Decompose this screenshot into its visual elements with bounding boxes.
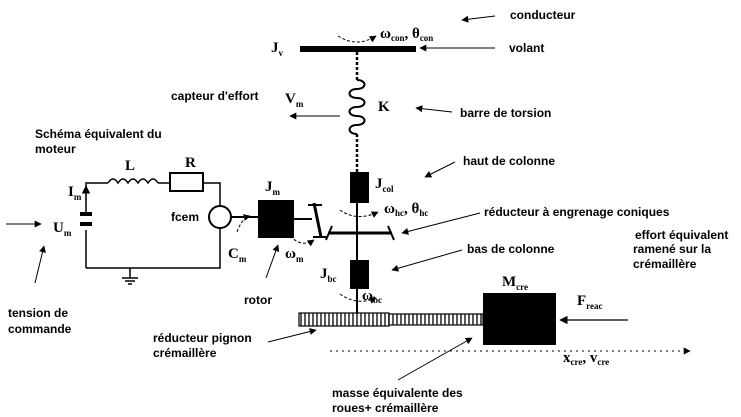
label-rotor: rotor xyxy=(244,293,272,307)
label-effort-3: crémaillère xyxy=(633,257,697,271)
label-conducteur: conducteur xyxy=(510,8,576,22)
torsion-spring xyxy=(348,79,366,135)
rotation-arrow-upper xyxy=(339,209,379,218)
label-pignon-1: réducteur pignon xyxy=(153,331,252,345)
rotation-arrow-rotor xyxy=(236,214,251,233)
symbol-L: L xyxy=(125,158,135,174)
label-capteur-effort: capteur d'effort xyxy=(171,89,259,103)
motor-assembly xyxy=(208,200,327,238)
symbol-R: R xyxy=(185,155,196,171)
symbol-omega-theta-hc: ωhc, θhc xyxy=(384,201,428,218)
arrow-tension xyxy=(34,245,46,284)
inductor-L xyxy=(107,178,159,185)
label-fcem: fcem xyxy=(171,210,199,224)
label-tension-2: commande xyxy=(8,322,72,336)
arrow-pignon xyxy=(267,328,317,343)
label-haut-colonne: haut de colonne xyxy=(463,154,555,168)
symbol-Um: Um xyxy=(53,220,72,238)
rotor-inertia xyxy=(258,200,294,238)
symbol-Im: Im xyxy=(68,184,82,202)
rotation-arrow-steering xyxy=(337,35,377,43)
label-bas-colonne: bas de colonne xyxy=(467,242,555,256)
label-masse-2: roues+ crémaillère xyxy=(332,401,439,415)
rack-bar xyxy=(388,313,484,326)
arrow-rotor xyxy=(265,244,280,279)
resistor-R xyxy=(169,172,204,192)
label-volant: volant xyxy=(509,41,544,55)
label-masse-1: masse équivalente des xyxy=(332,386,463,400)
symbol-Cm: Cm xyxy=(228,246,247,264)
label-barre-torsion: barre de torsion xyxy=(460,106,551,120)
symbol-Freac: Freac xyxy=(577,293,603,311)
symbol-Jcol: Jcol xyxy=(375,176,394,194)
equivalent-mass xyxy=(483,293,556,345)
label-reducteur-conique: réducteur à engrenage coniques xyxy=(484,205,670,219)
steering-wheel xyxy=(300,46,416,52)
arrow-masse xyxy=(397,337,473,381)
symbol-x-v-cre: xcre, vcre xyxy=(563,350,609,367)
arrow-conducteur xyxy=(461,15,496,23)
arrow-reducteur-conique xyxy=(401,212,481,235)
label-pignon-2: crémaillère xyxy=(153,346,217,360)
label-effort-1: effort équivalent xyxy=(635,228,728,242)
upper-column-inertia xyxy=(350,172,369,203)
symbol-Jv: Jv xyxy=(271,40,284,58)
label-schema-1: Schéma équivalent du xyxy=(35,127,162,141)
symbol-Jm: Jm xyxy=(265,179,281,197)
symbol-Mcre: Mcre xyxy=(502,274,528,292)
symbol-omega-theta-con: ωcon, θcon xyxy=(380,26,433,43)
arrow-bas xyxy=(391,249,463,272)
symbol-omega-bc: ωbc xyxy=(362,288,382,305)
symbol-omega-m: ωm xyxy=(285,246,304,264)
lower-column-inertia xyxy=(350,260,369,289)
fcem-source xyxy=(208,205,232,229)
symbol-Jbc: Jbc xyxy=(320,266,337,284)
arrow-haut xyxy=(424,161,456,178)
rack-gear xyxy=(298,312,390,327)
steering-column xyxy=(300,46,416,318)
arrow-barre xyxy=(415,105,453,113)
label-schema-2: moteur xyxy=(35,142,76,156)
symbol-Vm: Vm xyxy=(285,91,304,109)
motor-circuit xyxy=(80,172,221,285)
symbol-K: K xyxy=(378,99,390,115)
label-effort-2: ramené sur la xyxy=(633,242,711,256)
label-tension-1: tension de xyxy=(8,306,68,320)
motor-bevel-gear xyxy=(312,202,323,238)
